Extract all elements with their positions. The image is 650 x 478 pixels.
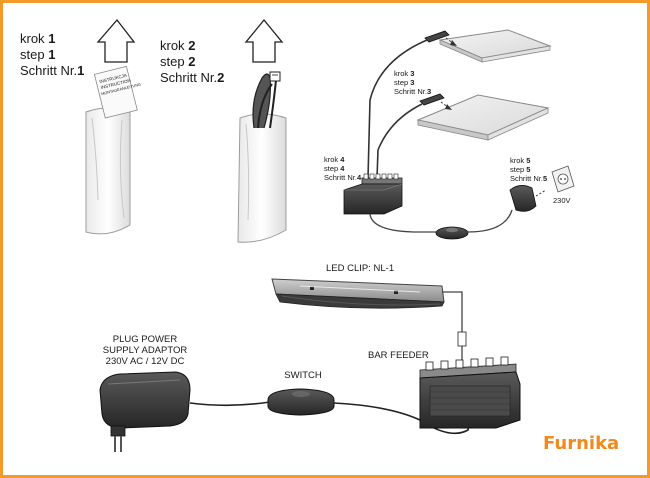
led-clip [271, 278, 445, 309]
led-clip-label: LED CLIP: NL-1 [326, 263, 394, 274]
power-adapter [99, 371, 191, 452]
step5-line2: step 5 [510, 165, 530, 174]
small-bar-feeder [343, 173, 403, 215]
step2-group: krok 2 step 2 Schritt Nr.2 [160, 18, 287, 243]
brand-logo: Furnika [543, 433, 619, 454]
step2-line1: krok 2 [160, 38, 195, 53]
plug-label-line3: 230V AC / 12V DC [106, 356, 185, 367]
plug-label-line2: SUPPLY ADAPTOR [103, 345, 188, 356]
bar-feeder-label: BAR FEEDER [368, 350, 429, 361]
up-arrow-icon [96, 18, 136, 63]
wall-socket-icon [551, 165, 575, 193]
step5-line1: krok 5 [510, 156, 530, 165]
step2-line3: Schritt Nr.2 [160, 70, 224, 85]
switch-label: SWITCH [284, 370, 322, 381]
step4-line2: step 4 [324, 164, 345, 173]
step3-line2: step 3 [394, 78, 414, 87]
step2-line2: step 2 [160, 54, 195, 69]
step1-line1: krok 1 [20, 31, 55, 46]
instruction-paper: INSTRUKCJA INSTRUCTION MONTAGEANLEITUNG [93, 65, 141, 119]
up-arrow-icon [244, 18, 284, 63]
step1-line2: step 1 [20, 47, 55, 62]
glass-shelf-upper [438, 29, 552, 59]
bar-feeder [419, 356, 521, 429]
small-switch [435, 226, 469, 240]
step4-line1: krok 4 [324, 155, 345, 164]
step3-5-group: krok 3 step 3 Schritt Nr.3 krok 4 step 4… [324, 29, 575, 240]
step1-line3: Schritt Nr.1 [20, 63, 84, 78]
step1-group: krok 1 step 1 Schritt Nr.1 INSTRUKCJA IN… [20, 18, 141, 235]
step5-line3: Schritt Nr.5 [510, 174, 547, 183]
step4-line3: Schritt Nr.4 [324, 173, 362, 182]
step3-line3: Schritt Nr.3 [394, 87, 431, 96]
packaging-bag-1 [85, 107, 131, 235]
small-power-adapter [509, 185, 537, 212]
packaging-bag-2 [237, 113, 287, 243]
voltage-label: 230V [553, 196, 571, 205]
plug-label-line1: PLUG POWER [113, 334, 178, 345]
switch [267, 388, 335, 416]
svg-text:INSTRUKCJA: INSTRUKCJA [99, 73, 128, 85]
step3-line1: krok 3 [394, 69, 414, 78]
detail-group: LED CLIP: NL-1 PLUG POWER SUPPLY ADAPTOR… [99, 263, 521, 452]
